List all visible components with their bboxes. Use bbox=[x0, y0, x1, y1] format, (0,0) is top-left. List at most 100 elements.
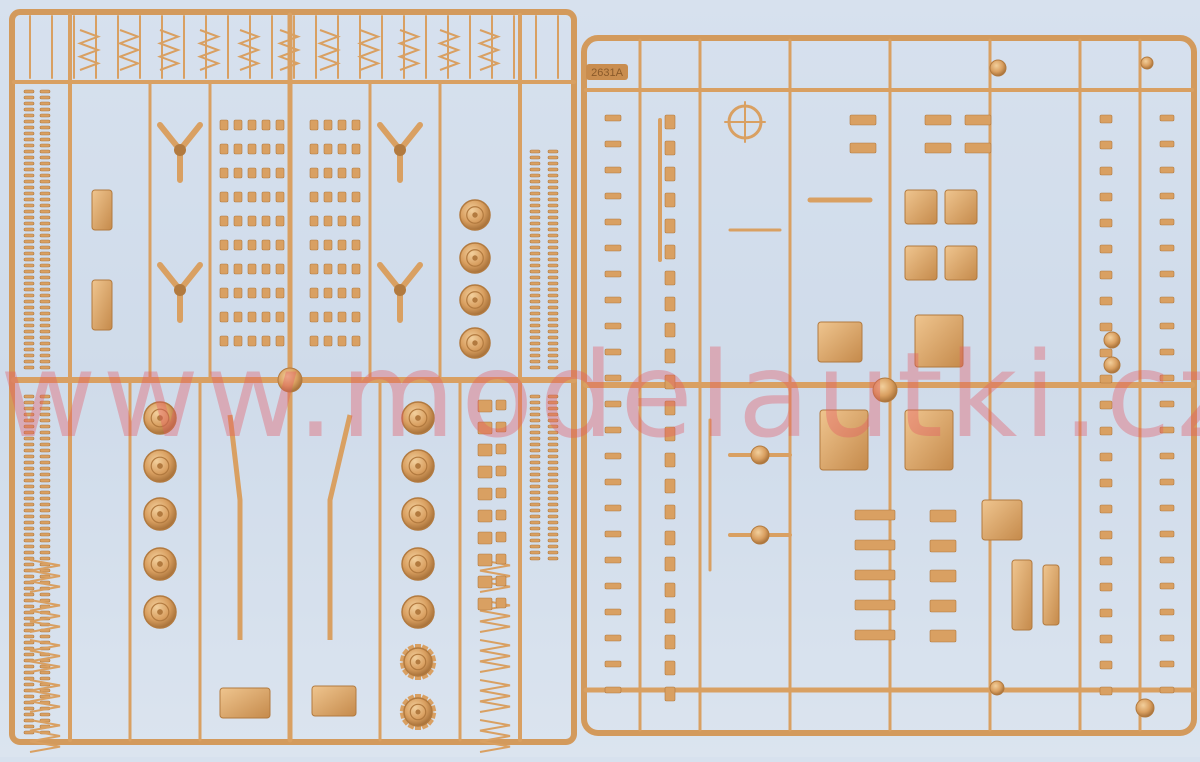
track-link bbox=[39, 634, 51, 639]
track-link-zigzag bbox=[29, 599, 61, 633]
small-part bbox=[664, 582, 676, 598]
small-part bbox=[323, 335, 333, 347]
small-part bbox=[664, 244, 676, 260]
small-part bbox=[1099, 504, 1113, 514]
track-link bbox=[547, 209, 559, 214]
track-link bbox=[23, 107, 35, 112]
track-link bbox=[39, 544, 51, 549]
track-link bbox=[39, 323, 51, 328]
track-link bbox=[23, 167, 35, 172]
track-link bbox=[547, 155, 559, 160]
small-part bbox=[1099, 530, 1113, 540]
small-part bbox=[219, 143, 229, 155]
track-link bbox=[23, 365, 35, 370]
small-part bbox=[929, 539, 957, 553]
track-link bbox=[39, 418, 51, 423]
small-part bbox=[219, 215, 229, 227]
track-link bbox=[23, 520, 35, 525]
track-link bbox=[23, 406, 35, 411]
suspension-pivot bbox=[174, 144, 186, 156]
track-link bbox=[547, 394, 559, 399]
track-link bbox=[547, 311, 559, 316]
track-link bbox=[23, 239, 35, 244]
wheel-hub bbox=[415, 415, 421, 421]
track-link bbox=[39, 365, 51, 370]
small-part bbox=[929, 509, 957, 523]
track-link bbox=[529, 424, 541, 429]
track-link bbox=[529, 173, 541, 178]
track-link bbox=[39, 514, 51, 519]
axle-hub bbox=[750, 525, 770, 545]
track-link-zigzag bbox=[357, 29, 381, 71]
small-part bbox=[664, 218, 676, 234]
track-link bbox=[39, 149, 51, 154]
track-link bbox=[23, 592, 35, 597]
small-part bbox=[351, 239, 361, 251]
small-part bbox=[261, 311, 271, 323]
small-part bbox=[604, 660, 622, 668]
track-link bbox=[23, 293, 35, 298]
small-part bbox=[351, 191, 361, 203]
wheel-hub bbox=[472, 340, 478, 346]
wheel-rim bbox=[408, 504, 428, 524]
small-part bbox=[1159, 348, 1175, 356]
track-link bbox=[547, 335, 559, 340]
track-link bbox=[39, 502, 51, 507]
track-link bbox=[529, 412, 541, 417]
small-part bbox=[849, 114, 877, 126]
track-link bbox=[39, 400, 51, 405]
small-part bbox=[219, 311, 229, 323]
small-part bbox=[1159, 660, 1175, 668]
track-link bbox=[39, 281, 51, 286]
small-part bbox=[351, 263, 361, 275]
small-part bbox=[247, 263, 257, 275]
track-link bbox=[23, 430, 35, 435]
small-part bbox=[247, 143, 257, 155]
left-sprue-runners bbox=[11, 12, 577, 743]
wheel-rim bbox=[150, 408, 170, 428]
small-part bbox=[964, 142, 992, 154]
track-link bbox=[529, 359, 541, 364]
track-link bbox=[23, 263, 35, 268]
track-link bbox=[23, 448, 35, 453]
track-link bbox=[39, 317, 51, 322]
small-part bbox=[1159, 114, 1175, 122]
track-link bbox=[547, 269, 559, 274]
small-part bbox=[309, 287, 319, 299]
track-link bbox=[529, 430, 541, 435]
track-link-zigzag bbox=[197, 29, 221, 71]
wheel-hub bbox=[157, 609, 163, 615]
small-part bbox=[604, 426, 622, 434]
track-link bbox=[39, 269, 51, 274]
small-part bbox=[247, 287, 257, 299]
track-link bbox=[547, 281, 559, 286]
track-link bbox=[529, 448, 541, 453]
track-link-zigzag bbox=[397, 29, 421, 71]
small-part bbox=[664, 166, 676, 182]
track-link bbox=[23, 616, 35, 621]
small-part bbox=[219, 167, 229, 179]
small-part bbox=[351, 335, 361, 347]
track-link bbox=[39, 245, 51, 250]
track-link bbox=[529, 508, 541, 513]
wheel-rim bbox=[408, 456, 428, 476]
track-link bbox=[23, 95, 35, 100]
small-part bbox=[495, 575, 507, 587]
knob-part bbox=[1103, 331, 1121, 349]
track-link-zigzag bbox=[157, 29, 181, 71]
track-link bbox=[529, 281, 541, 286]
box-part bbox=[817, 321, 863, 363]
small-part bbox=[664, 504, 676, 520]
track-link bbox=[39, 460, 51, 465]
small-part bbox=[309, 167, 319, 179]
track-link bbox=[529, 353, 541, 358]
track-link bbox=[529, 394, 541, 399]
wheel-rim bbox=[408, 408, 428, 428]
small-part bbox=[337, 143, 347, 155]
track-link bbox=[547, 347, 559, 352]
track-link bbox=[39, 556, 51, 561]
track-link bbox=[547, 406, 559, 411]
small-part bbox=[1099, 426, 1113, 436]
knob-part bbox=[1103, 356, 1121, 374]
